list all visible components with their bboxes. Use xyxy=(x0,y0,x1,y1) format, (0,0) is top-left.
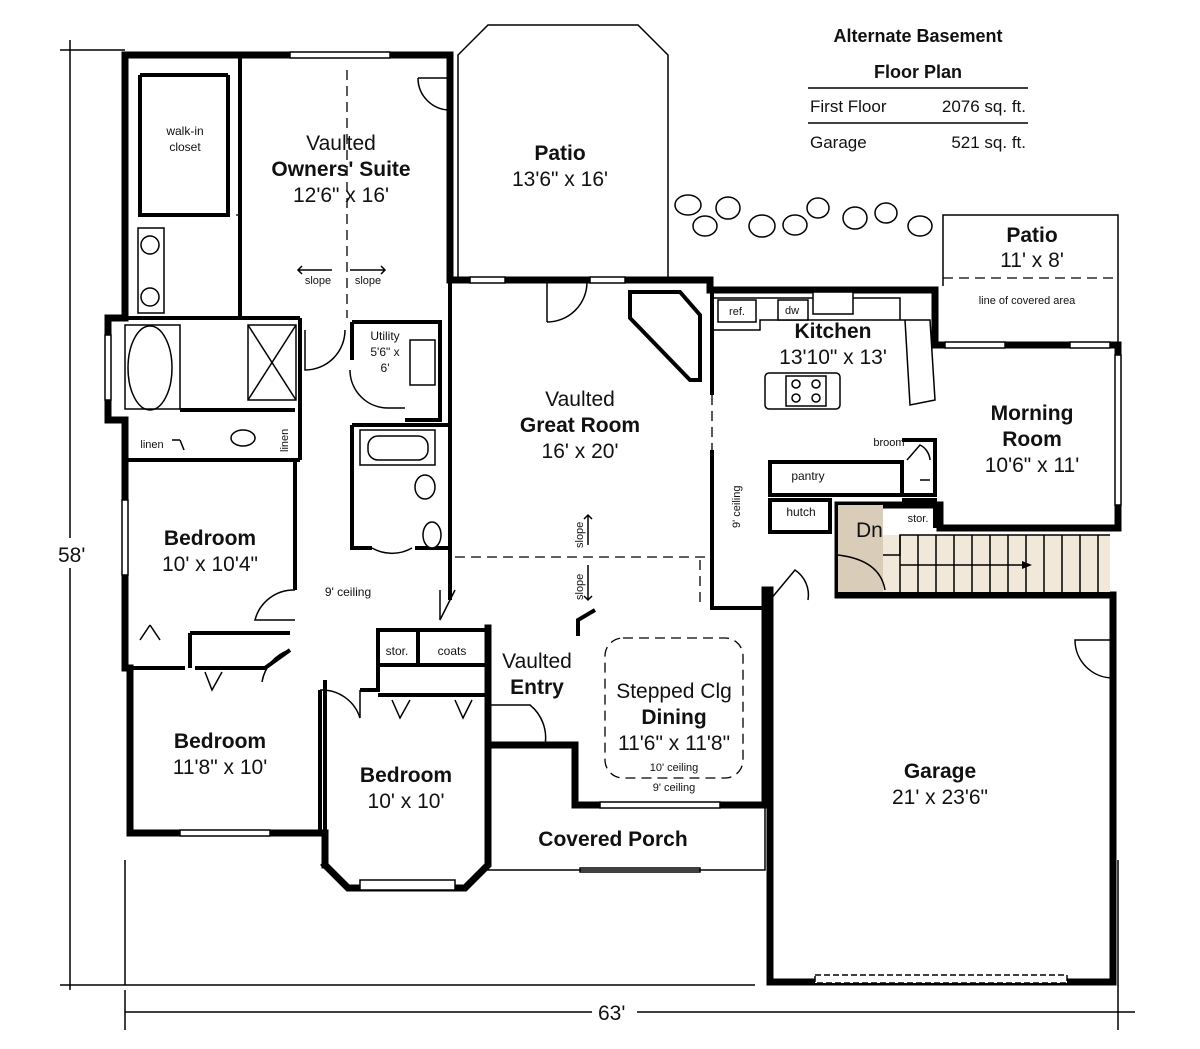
sink-icon xyxy=(422,521,442,549)
area-first-floor-label: First Floor xyxy=(810,97,887,116)
closet-label-1: walk-in xyxy=(165,124,203,138)
title-line-2: Floor Plan xyxy=(874,62,962,82)
bedroom-1-size: 10' x 10'4" xyxy=(162,553,258,576)
width-dimension: 63' xyxy=(598,1002,625,1025)
stor-label-2: stor. xyxy=(386,644,409,658)
morning-room-size: 10'6" x 11' xyxy=(985,454,1079,477)
slope-arrows xyxy=(296,265,593,602)
side-patio-size: 11' x 8' xyxy=(1000,249,1064,272)
stepping-stones xyxy=(674,194,933,238)
garage-size: 21' x 23'6" xyxy=(892,786,988,809)
kitchen-counters xyxy=(712,291,936,410)
kitchen-name: Kitchen xyxy=(794,320,871,343)
cooktop-icon xyxy=(785,375,827,407)
stairs-down-label: Dn xyxy=(856,519,883,542)
dashed-lines xyxy=(140,70,766,871)
dining-ceiling-9: 9' ceiling xyxy=(653,782,695,794)
owners-suite-size: 12'6" x 16' xyxy=(293,184,389,207)
entry-name: Entry xyxy=(510,676,564,699)
hutch-label: hutch xyxy=(786,505,815,519)
dining-ceiling-10: 10' ceiling xyxy=(650,762,699,774)
slope-label-1: slope xyxy=(305,275,331,287)
garage-door xyxy=(814,974,1068,984)
bedroom-2-size: 11'8" x 10' xyxy=(173,756,267,779)
broom-label: broom xyxy=(873,437,904,449)
title-line-1: Alternate Basement xyxy=(833,26,1002,46)
linen-label-1: linen xyxy=(140,439,163,451)
covered-area-note: line of covered area xyxy=(979,295,1076,307)
dw-label: dw xyxy=(785,305,799,317)
bedroom-1-name: Bedroom xyxy=(164,527,256,550)
dining-size: 11'6" x 11'8" xyxy=(618,732,730,755)
slope-label-3: slope xyxy=(574,522,586,548)
owners-suite-vaulted: Vaulted xyxy=(306,132,376,155)
bathtub-icon xyxy=(127,325,173,411)
stor-label-1: stor. xyxy=(908,513,929,525)
area-first-floor-value: 2076 sq. ft. xyxy=(942,97,1026,116)
utility-label-2: 5'6" x xyxy=(370,345,399,359)
porch-name: Covered Porch xyxy=(538,828,687,851)
rear-patio-size: 13'6" x 16' xyxy=(512,168,608,191)
pantry-label: pantry xyxy=(791,469,824,483)
toilet-icon xyxy=(230,429,256,447)
area-garage-label: Garage xyxy=(810,133,867,152)
side-patio-name: Patio xyxy=(1006,224,1057,247)
morning-room-line-1: Morning xyxy=(991,402,1074,425)
utility-label-3: 6' xyxy=(381,361,390,375)
garage-name: Garage xyxy=(904,760,976,783)
depth-dimension: 58' xyxy=(58,544,85,567)
bedroom-2-name: Bedroom xyxy=(174,730,266,753)
door-swings xyxy=(139,77,1114,746)
kitchen-size: 13'10" x 13' xyxy=(779,346,887,369)
sink-icon xyxy=(140,235,160,255)
bedroom-3-name: Bedroom xyxy=(360,764,452,787)
toilet-icon xyxy=(414,474,436,500)
side-patio-outline xyxy=(942,214,1119,345)
rear-patio-name: Patio xyxy=(534,142,585,165)
title-block: Alternate Basement Floor Plan First Floo… xyxy=(808,26,1028,152)
closet-label-2: closet xyxy=(169,140,201,154)
great-room-vaulted: Vaulted xyxy=(545,388,615,411)
bedroom-3-size: 10' x 10' xyxy=(368,790,445,813)
sink-icon xyxy=(140,287,160,307)
great-room-size: 16' x 20' xyxy=(542,440,619,463)
coats-label: coats xyxy=(438,644,467,658)
rear-patio-outline xyxy=(457,24,669,280)
dining-stepped-ceiling: Stepped Clg xyxy=(616,680,732,703)
kitchen-ceiling-label: 9' ceiling xyxy=(731,486,743,528)
utility-label-1: Utility xyxy=(370,329,399,343)
owners-suite-name: Owners' Suite xyxy=(271,158,410,181)
entry-vaulted: Vaulted xyxy=(502,650,572,673)
morning-room-line-2: Room xyxy=(1002,428,1062,451)
linen-label-2: linen xyxy=(279,429,291,452)
windows xyxy=(104,51,1122,891)
dining-name: Dining xyxy=(641,706,706,729)
bath-fixtures xyxy=(124,227,442,549)
slope-label-2: slope xyxy=(355,275,381,287)
area-garage-value: 521 sq. ft. xyxy=(951,133,1026,152)
basement-stairs xyxy=(837,505,1110,592)
great-room-name: Great Room xyxy=(520,414,640,437)
hall-ceiling-label: 9' ceiling xyxy=(325,585,371,599)
ref-label: ref. xyxy=(729,306,745,318)
slope-label-4: slope xyxy=(574,574,586,600)
